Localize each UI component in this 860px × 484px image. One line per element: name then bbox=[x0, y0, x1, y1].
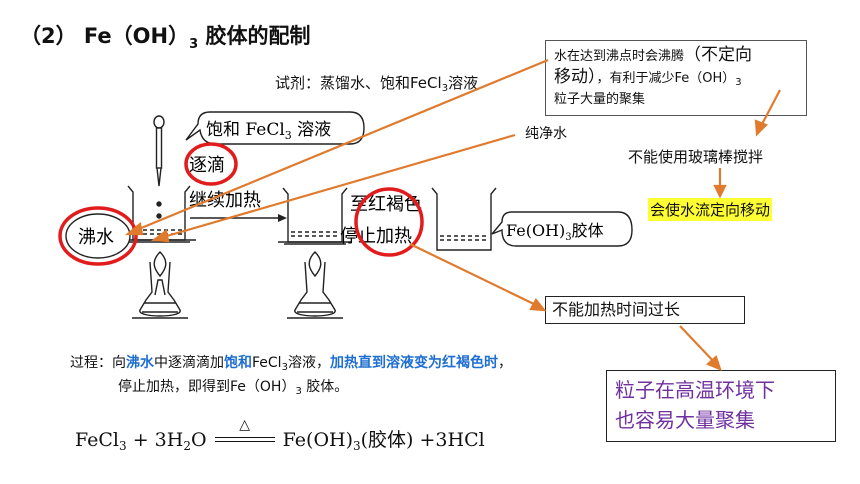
reagent-line: 试剂：蒸馏水、饱和FeCl3溶液 bbox=[275, 74, 479, 94]
to-red-brown-label: 至红褐色 bbox=[350, 194, 422, 215]
dropper-icon bbox=[153, 115, 165, 219]
directional-flow-note: 会使水流定向移动 bbox=[648, 198, 773, 221]
arrow-pure-water bbox=[159, 133, 516, 240]
process-description: 过程：向沸水中逐滴滴加饱和FeCl3溶液，加热直到溶液变为红褐色时， 停止加热，… bbox=[70, 355, 512, 397]
red-circle-stop-heat bbox=[354, 187, 424, 257]
beaker-2-icon bbox=[282, 187, 348, 243]
alcohol-lamp-1-icon bbox=[122, 239, 196, 319]
continue-heat-label: 继续加热 bbox=[189, 190, 261, 211]
alcohol-lamp-2-icon bbox=[278, 241, 352, 319]
arrow-stop-heat-to-box bbox=[409, 243, 539, 307]
pure-water-label: 纯净水 bbox=[525, 126, 567, 142]
beaker-3-icon bbox=[431, 187, 497, 251]
colloid-label: Fe(OH)3胶体 bbox=[506, 221, 604, 243]
stop-heat-label: 停止加热 bbox=[340, 226, 412, 247]
red-circle-dropwise bbox=[184, 142, 238, 186]
arrow-box-to-aggregate bbox=[679, 325, 717, 365]
colloid-callout-bubble bbox=[491, 211, 633, 247]
dropwise-label: 逐滴 bbox=[189, 155, 225, 176]
red-circle-boiling-water bbox=[58, 206, 138, 266]
page-title: （2） Fe（OH）3 胶体的配制 bbox=[20, 24, 311, 52]
arrow-note-to-glass-rod bbox=[759, 89, 781, 129]
boiling-water-ellipse bbox=[65, 213, 131, 259]
delta-icon: △ bbox=[239, 417, 250, 433]
heating-arrow: △ bbox=[213, 417, 277, 451]
no-long-heat-box: 不能加热时间过长 bbox=[545, 296, 745, 324]
no-glass-rod-note: 不能使用玻璃棒搅拌 bbox=[628, 148, 764, 166]
boiling-note-box: 水在达到沸点时会沸腾（不定向 移动），有利于减少Fe（OH）3 粒子大量的聚集 bbox=[545, 40, 807, 116]
boiling-water-label: 沸水 bbox=[78, 227, 114, 248]
arrow-to-boiling-water bbox=[133, 58, 549, 233]
saturated-label: 饱和 FeCl3 溶液 bbox=[206, 120, 331, 142]
chemical-equation: FeCl3 + 3H2O △ Fe(OH)3(胶体) +3HCl bbox=[75, 417, 485, 453]
